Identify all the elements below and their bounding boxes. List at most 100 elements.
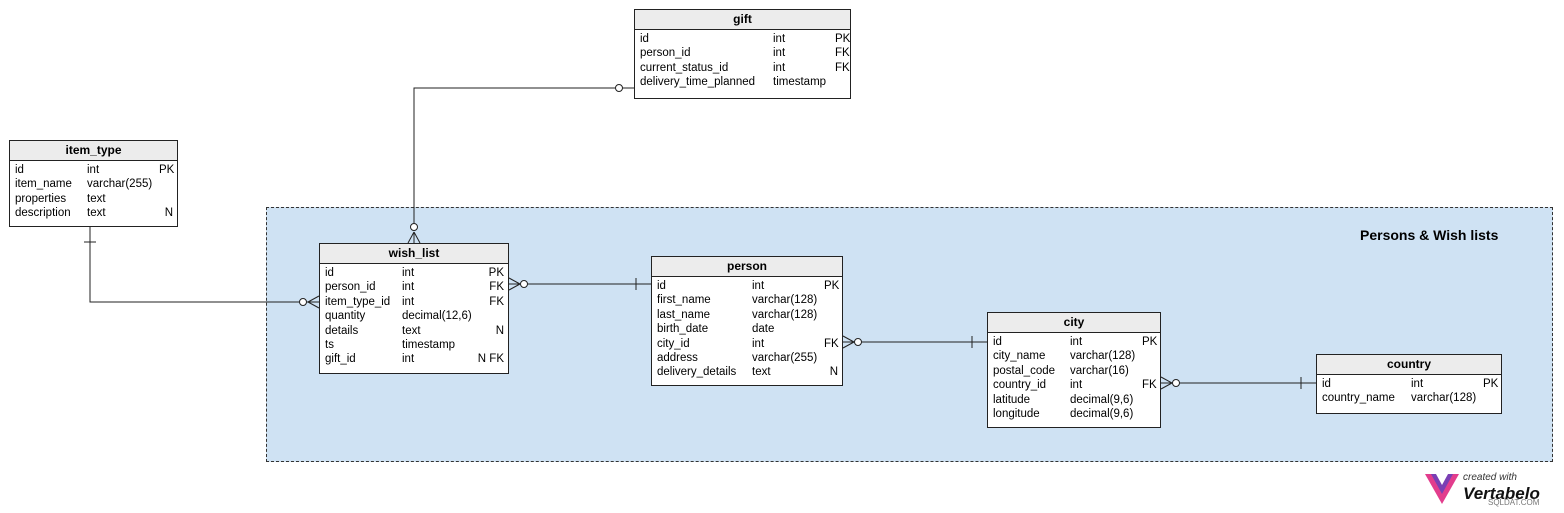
wish-list-person-optional-marker [520,280,528,288]
table-item-type-header: item_type [10,141,177,161]
wish-list-item-type-optional-marker [299,298,307,306]
column-name: country_id [993,379,1047,392]
person-city-optional-marker [854,338,862,346]
column-flags [824,293,838,307]
column-type: text [87,207,106,220]
column-type: varchar(255) [87,178,153,191]
column-flags: FK [835,47,850,60]
column-type: text [87,192,106,205]
city-country-optional-marker [1172,379,1180,387]
column-name: latitude [993,393,1031,406]
wish-list-person-crowfoot [508,277,521,291]
column-name: city_name [993,350,1046,363]
column-type: int [402,267,415,279]
column-name: id [640,33,649,45]
table-person-header: person [652,257,842,277]
column-name: id [1322,378,1331,390]
link-item-type-wish-list [89,227,319,303]
column-type: int [1411,378,1424,390]
column-name: longitude [993,407,1040,420]
column-type: int [773,33,786,45]
table-row[interactable]: postal_code varchar(16) [993,364,1156,378]
column-name: id [15,164,24,176]
column-type: timestamp [402,338,456,351]
column-flags: N FK [477,353,504,366]
table-row[interactable]: person_id int FK [640,46,850,60]
column-flags [824,308,838,322]
column-flags [1142,407,1156,421]
column-name: details [325,324,359,337]
column-flags: PK [159,164,175,176]
column-type: decimal(9,6) [1070,407,1134,420]
column-type: timestamp [773,76,827,89]
column-type: text [402,324,421,337]
column-flags: PK [824,280,840,292]
column-flags: FK [824,337,839,350]
vertabelo-logo-wordmark: Vertabelo [1463,484,1540,503]
column-flags [1483,391,1497,405]
column-name: quantity [325,310,366,323]
table-row[interactable]: details text N [325,324,504,338]
table-city-header: city [988,313,1160,333]
column-name: postal_code [993,364,1056,377]
column-flags: N [495,324,504,337]
column-flags: N [829,366,838,379]
table-country-header: country [1317,355,1501,375]
wish-list-item-type-crowfoot [307,295,320,309]
column-name: person_id [640,47,691,60]
column-type: varchar(128) [752,294,818,307]
column-flags: FK [1142,379,1157,392]
column-name: id [993,336,1002,348]
subject-area-title: Persons & Wish lists [1360,227,1499,243]
column-name: delivery_details [657,366,737,379]
column-type: int [402,295,415,308]
column-flags [824,351,838,365]
column-flags: FK [489,295,504,308]
column-type: varchar(16) [1070,364,1129,377]
column-name: person_id [325,281,376,294]
table-row[interactable]: longitude decimal(9,6) [993,407,1156,421]
column-name: id [657,280,666,292]
table-wish-list-header: wish_list [320,244,508,264]
watermark: SQLDAT.COM [1488,498,1540,507]
column-flags: N [164,207,173,220]
person-city-crowfoot [842,335,855,349]
column-type: date [752,323,775,336]
table-gift-header: gift [635,10,850,30]
column-type: int [773,47,786,60]
column-name: address [657,351,698,364]
column-flags: PK [1142,336,1158,348]
